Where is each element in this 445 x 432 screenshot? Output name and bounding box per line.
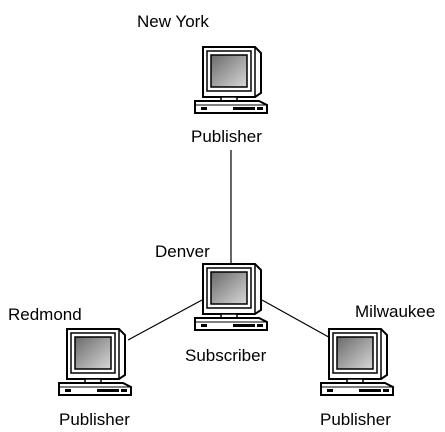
desktop-computer-icon: [193, 262, 269, 332]
location-label-redmond: Redmond: [8, 305, 82, 324]
link-denver-milwaukee: [261, 299, 335, 341]
location-label-denver: Denver: [155, 242, 210, 261]
desktop-computer-icon: [319, 327, 395, 397]
desktop-computer-icon: [57, 327, 133, 397]
role-label-milwaukee: Publisher: [320, 410, 391, 429]
desktop-computer-icon: [193, 45, 269, 115]
role-label-new-york: Publisher: [191, 127, 262, 146]
link-denver-redmond: [127, 299, 203, 341]
location-label-milwaukee: Milwaukee: [355, 302, 436, 321]
role-label-denver: Subscriber: [185, 346, 267, 365]
location-label-new-york: New York: [137, 12, 209, 31]
role-label-redmond: Publisher: [59, 410, 130, 429]
